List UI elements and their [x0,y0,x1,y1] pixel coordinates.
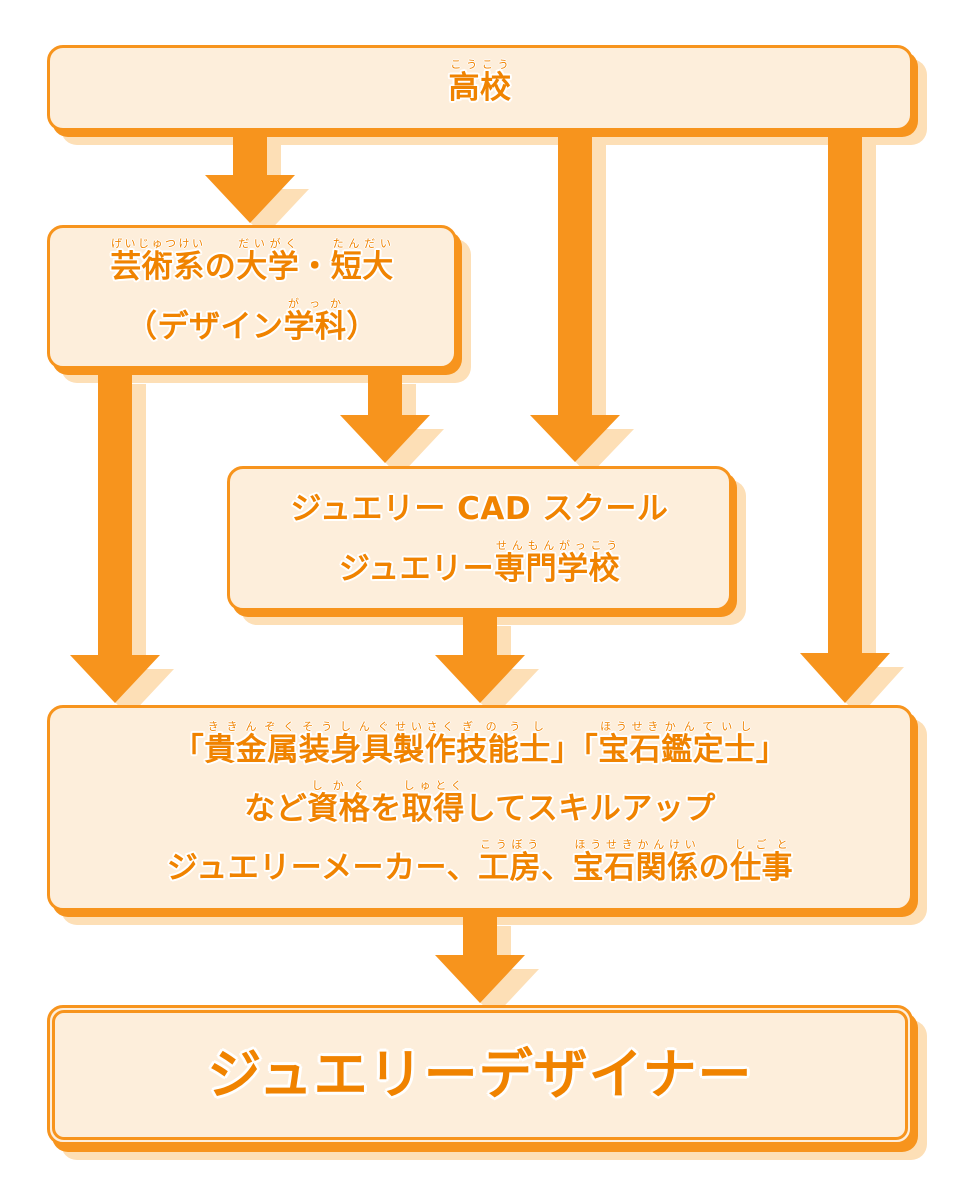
kanji-text: 学科 [283,309,347,345]
furigana: ほうせき [598,719,662,733]
furigana: ぎのうし [456,719,551,733]
ruby-word: 取得しゅとく [401,779,465,827]
kanji-text: 取得 [401,790,465,827]
kanji-text: 貴金属 [204,731,299,768]
node-body: ジュエリーデザイナー [47,1005,913,1145]
node-art-university: 芸術系げいじゅつけいの大学だいがく・短大たんだい （デザイン学科がっか） [47,225,471,383]
ruby-word: 芸術系げいじゅつけい [110,237,205,285]
label-text: ジュエリー [338,550,495,587]
ruby-word: 工房こうぼう [478,838,542,886]
kanji-text: 工房 [478,849,542,886]
node-label-line: ジュエリー CAD スクール [291,479,669,539]
node-jewelry-designer: ジュエリーデザイナー [47,1005,927,1160]
arrow-high-school-to-art-university [205,130,295,223]
furigana: かんていし [661,719,756,733]
furigana: ききんぞく [204,719,299,733]
ruby-word: 高校こうこう [448,58,512,106]
furigana: しかく [307,778,371,792]
ruby-word: 宝石ほうせき [598,720,662,768]
furigana: げいじゅつけい [110,237,205,250]
final-goal-label: ジュエリーデザイナー [207,1043,753,1106]
furigana: せいさく [393,719,457,733]
kanji-text: 専門学校 [494,550,621,587]
kanji-text: 宝石関係 [572,849,699,886]
label-text: 「 [172,731,205,768]
node-label-line: （デザイン学科がっか） [126,297,378,357]
ruby-word: 貴金属ききんぞく [204,720,299,768]
furigana: たんだい [330,237,394,250]
furigana: そうしんぐ [298,719,394,733]
arrow-cad-school-to-qualification [435,612,525,703]
ruby-word: 専門学校せんもんがっこう [494,539,621,587]
label-text: ジュエリー CAD スクール [290,490,669,527]
node-label-line: ジュエリー専門学校せんもんがっこう [339,539,620,599]
label-text: 」「 [550,731,599,768]
furigana: ほうせきかんけい [572,837,699,851]
ruby-word: 学科がっか [283,297,347,345]
node-body: 高校こうこう [47,45,913,131]
ruby-word: 資格しかく [307,779,371,827]
furigana: だいがく [236,237,300,250]
furigana: こうこう [448,58,512,71]
furigana: しごと [730,837,794,851]
furigana: がっか [283,297,347,310]
arrow-qualification-to-designer [435,912,525,1003]
node-cad-school: ジュエリー CAD スクール ジュエリー専門学校せんもんがっこう [227,466,746,625]
ruby-word: 宝石関係ほうせきかんけい [572,838,699,886]
node-label-line: 芸術系げいじゅつけいの大学だいがく・短大たんだい [110,237,394,297]
ruby-word: 製作せいさく [393,720,457,768]
kanji-text: 装身具 [298,731,394,768]
label-text: ・ [299,249,331,285]
arrow-art-university-to-cad-school [340,370,430,463]
kanji-text: 大学 [236,249,300,285]
label-text: （デザイン [126,309,284,345]
label-text: ） [346,309,378,345]
furigana: せんもんがっこう [494,538,621,552]
kanji-text: 宝石 [598,731,662,768]
kanji-text: 製作 [393,731,457,768]
arrow-high-school-to-qualification [800,130,890,703]
arrow-art-university-to-qualification [70,370,160,703]
node-qualification-work: 「貴金属ききんぞく装身具そうしんぐ製作せいさく技能士ぎのうし」「宝石ほうせき鑑定… [47,705,927,925]
label-text: してスキルアップ [464,790,716,827]
ruby-word: 大学だいがく [236,237,300,285]
label-text: を [370,790,402,827]
kanji-text: 芸術系 [110,249,205,285]
node-label-line: ジュエリーメーカー、工房こうぼう、宝石関係ほうせきかんけいの仕事しごと [167,838,793,897]
node-body: ジュエリー CAD スクール ジュエリー専門学校せんもんがっこう [227,466,732,611]
node-high-school: 高校こうこう [47,45,927,145]
label-text: の [698,849,731,886]
kanji-text: 資格 [307,790,371,827]
ruby-word: 仕事しごと [730,838,794,886]
kanji-text: 鑑定士 [661,731,756,768]
ruby-word: 技能士ぎのうし [456,720,551,768]
kanji-text: 技能士 [456,731,551,768]
node-body: 「貴金属ききんぞく装身具そうしんぐ製作せいさく技能士ぎのうし」「宝石ほうせき鑑定… [47,705,913,911]
node-label-line: 高校こうこう [449,56,512,120]
ruby-word: 装身具そうしんぐ [298,720,394,768]
kanji-text: 短大 [330,249,394,285]
ruby-word: 短大たんだい [330,237,394,285]
label-text: 、 [541,849,573,886]
label-text: の [204,249,237,285]
ruby-word: 鑑定士かんていし [661,720,756,768]
furigana: しゅとく [401,778,465,792]
arrow-high-school-to-cad-school [530,130,620,462]
label-text: ジュエリーメーカー、 [166,849,479,886]
furigana: こうぼう [478,837,542,851]
label-text: 」 [755,731,788,768]
label-text: など [244,790,308,827]
node-label-line: など資格しかくを取得しゅとくしてスキルアップ [244,779,716,838]
arrow-bodies [70,130,890,1003]
node-body: 芸術系げいじゅつけいの大学だいがく・短大たんだい （デザイン学科がっか） [47,225,457,369]
node-label-line: 「貴金属ききんぞく装身具そうしんぐ製作せいさく技能士ぎのうし」「宝石ほうせき鑑定… [173,720,788,779]
kanji-text: 仕事 [730,849,794,886]
kanji-text: 高校 [448,70,512,106]
